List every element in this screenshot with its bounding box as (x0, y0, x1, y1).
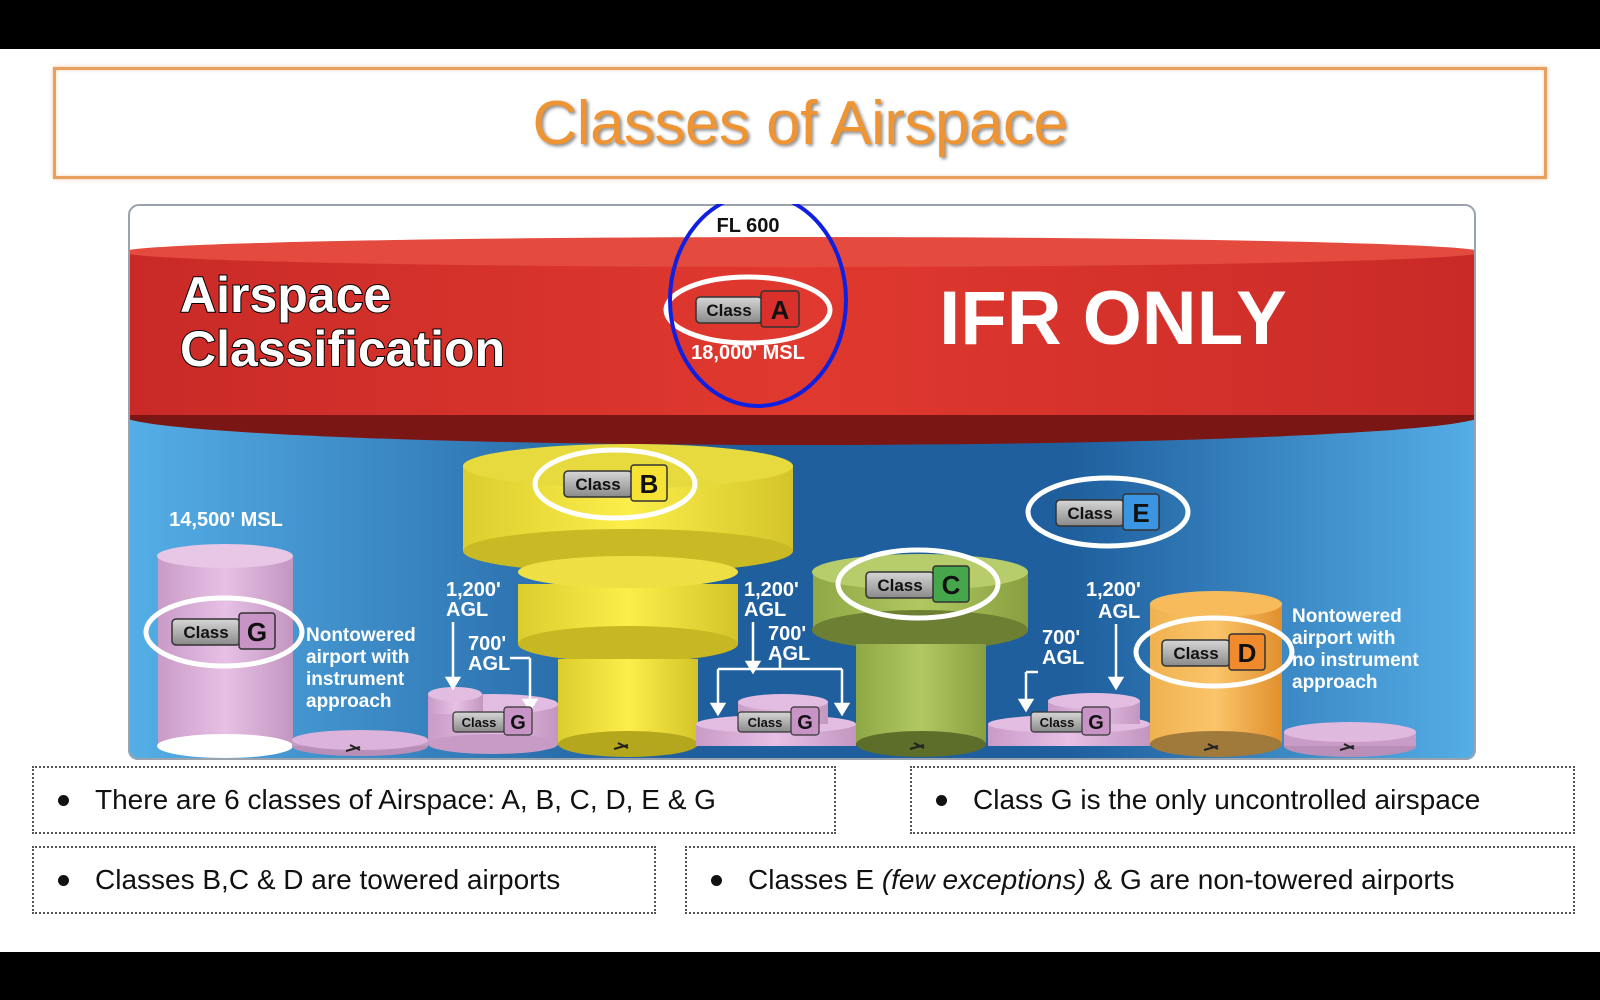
bullet-dot (711, 874, 722, 886)
svg-text:Class: Class (1067, 504, 1112, 523)
agl700-left-unit: AGL (468, 653, 510, 675)
nontowered-noinstr-line4: approach (1292, 672, 1378, 693)
svg-text:G: G (797, 712, 813, 734)
class-e-ring (1025, 475, 1191, 549)
class-b-ring (532, 447, 698, 521)
bullet-text: Classes B,C & D are towered airports (95, 864, 561, 895)
diagram-heading-line1: Airspace (180, 267, 391, 323)
bullet-text-pre: Classes E (748, 864, 882, 895)
bullet-text: There are 6 classes of Airspace: A, B, C… (95, 784, 716, 815)
bullet-six-classes: There are 6 classes of Airspace: A, B, C… (32, 766, 836, 834)
svg-text:Class: Class (748, 715, 783, 730)
title-box: Classes of Airspace (53, 67, 1547, 179)
agl1200-right-unit: AGL (1098, 601, 1140, 623)
svg-text:G: G (247, 617, 267, 647)
nontowered-instr-line4: approach (306, 691, 392, 712)
class-d-cylinder (1150, 604, 1282, 744)
class-c-ring (835, 547, 1001, 621)
msl14500-label: 14,500' MSL (169, 509, 283, 531)
slide: Classes of Airspace (0, 49, 1600, 952)
class-d-ring (1133, 615, 1295, 689)
svg-text:A: A (771, 295, 790, 325)
class-a-highlight-oval (668, 204, 848, 408)
svg-text:E: E (1132, 498, 1149, 528)
svg-text:Class: Class (1040, 715, 1075, 730)
diagram-heading-line2: Classification (180, 321, 505, 377)
agl1200-mid-unit: AGL (744, 599, 786, 621)
bullet-dot (58, 794, 69, 806)
bullet-dot (58, 874, 69, 886)
class-g-badge-mid: Class G (737, 706, 820, 736)
nontowered-noinstr-line1: Nontowered (1292, 606, 1402, 627)
class-a-ring (663, 274, 833, 346)
agl700-right-unit: AGL (1042, 647, 1084, 669)
svg-text:Class: Class (877, 576, 922, 595)
airspace-diagram: Airspace Classification IFR ONLY FL 600 … (128, 204, 1476, 760)
class-g-ring (143, 595, 305, 669)
svg-text:C: C (942, 570, 961, 600)
class-b-lower (558, 659, 698, 744)
svg-text:G: G (510, 712, 526, 734)
bullet-text-emphasis: (few exceptions) (881, 864, 1086, 895)
agl700-left-value: 700' (468, 633, 506, 655)
class-g-cylinder (158, 556, 293, 746)
svg-text:Class: Class (706, 301, 751, 320)
agl700-right-value: 700' (1042, 627, 1080, 649)
agl1200-left-value: 1,200' (446, 579, 501, 601)
class-b-badge: Class B (563, 464, 668, 502)
svg-text:Class: Class (183, 623, 228, 642)
class-g-badge-main: Class G (171, 612, 276, 650)
agl1200-left-unit: AGL (446, 599, 488, 621)
bullet-text-post: & G are non-towered airports (1085, 864, 1455, 895)
bullet-text: Class G is the only uncontrolled airspac… (973, 784, 1481, 815)
agl1200-mid-value: 1,200' (744, 579, 799, 601)
class-g-badge-right: Class G (1030, 706, 1111, 736)
agl1200-right-value: 1,200' (1086, 579, 1141, 601)
class-a-badge: Class A (695, 290, 800, 328)
svg-text:Class: Class (575, 475, 620, 494)
nontowered-instr-line3: instrument (306, 669, 405, 690)
bullet-text: Classes E (few exceptions) & G are non-t… (748, 864, 1455, 896)
nontowered-instr-line1: Nontowered (306, 625, 416, 646)
msl18000-label: 18,000' MSL (691, 342, 805, 364)
ifr-only-label: IFR ONLY (939, 276, 1287, 361)
svg-text:B: B (640, 469, 659, 499)
fl600-label: FL 600 (717, 215, 780, 237)
agl700-mid-value: 700' (768, 623, 806, 645)
bullet-class-g-uncontrolled: Class G is the only uncontrolled airspac… (910, 766, 1575, 834)
class-g-badge-left: Class G (452, 706, 533, 736)
svg-text:Class: Class (1173, 644, 1218, 663)
nontowered-noinstr-line3: no instrument (1292, 650, 1419, 671)
nontowered-noinstr-line2: airport with (1292, 628, 1395, 649)
class-c-lower (856, 644, 986, 744)
svg-text:G: G (1088, 712, 1104, 734)
class-c-badge: Class C (865, 565, 970, 603)
page-title: Classes of Airspace (532, 88, 1068, 158)
class-e-badge: Class E (1055, 493, 1160, 531)
bullet-dot (936, 794, 947, 806)
agl700-mid-unit: AGL (768, 643, 810, 665)
svg-text:D: D (1238, 638, 1257, 668)
bullet-non-towered: Classes E (few exceptions) & G are non-t… (685, 846, 1575, 914)
bullet-towered: Classes B,C & D are towered airports (32, 846, 656, 914)
class-d-badge: Class D (1161, 633, 1266, 671)
nontowered-instr-line2: airport with (306, 647, 409, 668)
svg-text:Class: Class (462, 715, 497, 730)
